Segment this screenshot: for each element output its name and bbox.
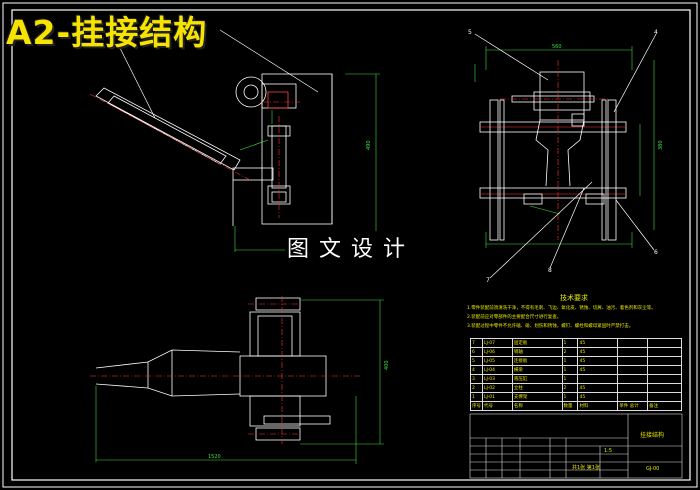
view-side-elevation bbox=[95, 73, 333, 226]
view-front-leaders bbox=[474, 33, 657, 279]
tech-requirements-title: 技术要求 bbox=[560, 294, 588, 302]
view-plan-dims bbox=[95, 299, 384, 464]
tech-requirement-line: 3.装配过程中零件不允许磕、碰、划伤和锈蚀，螺钉、螺栓和螺母紧固时严禁打击。 bbox=[467, 324, 634, 329]
callout-labels: 5 4 7 8 6 bbox=[468, 29, 658, 284]
tech-requirement-line: 2.装配前应对零部件的主要配合尺寸进行复查。 bbox=[467, 315, 562, 320]
dim-top-height: 490 bbox=[366, 140, 372, 150]
table-header-row: 序号代号名称数量材料单件 总计备注 bbox=[470, 401, 682, 411]
svg-text:5: 5 bbox=[468, 29, 472, 36]
view-front-dims bbox=[474, 46, 655, 248]
title-block-sheet: 共1张 第1张 bbox=[572, 465, 600, 471]
dim-right-height: 380 bbox=[658, 140, 664, 150]
view-side-leaders bbox=[119, 29, 319, 119]
view-front-elevation bbox=[479, 71, 627, 241]
view-plan-centerlines bbox=[90, 296, 360, 444]
svg-text:6: 6 bbox=[654, 249, 658, 256]
dim-bottom-length: 1520 bbox=[208, 454, 221, 460]
tech-requirement-line: 1.零件装配前须清洗干净，不得有毛刺、飞边、氧化皮、锈蚀、切屑、油污、着色剂和灰… bbox=[467, 306, 656, 311]
dim-bottom-height: 400 bbox=[384, 360, 390, 370]
svg-text:8: 8 bbox=[548, 267, 552, 274]
view-side-centerlines bbox=[89, 93, 300, 218]
svg-text:7: 7 bbox=[486, 277, 490, 284]
dim-right-width: 560 bbox=[552, 44, 562, 50]
view-plan bbox=[95, 297, 331, 441]
title-block-scale: 1:5 bbox=[604, 448, 613, 454]
title-block-grid bbox=[469, 413, 683, 479]
inner-frame bbox=[11, 9, 691, 481]
drawing-title: A2-挂接结构 bbox=[6, 13, 208, 52]
view-front-centerlines bbox=[500, 60, 610, 240]
svg-text:4: 4 bbox=[654, 29, 658, 36]
watermark-text: 图文设计 bbox=[285, 231, 418, 263]
title-block-drawing-no: GJ-00 bbox=[646, 466, 660, 472]
title-block-name: 挂接结构 bbox=[640, 432, 665, 439]
